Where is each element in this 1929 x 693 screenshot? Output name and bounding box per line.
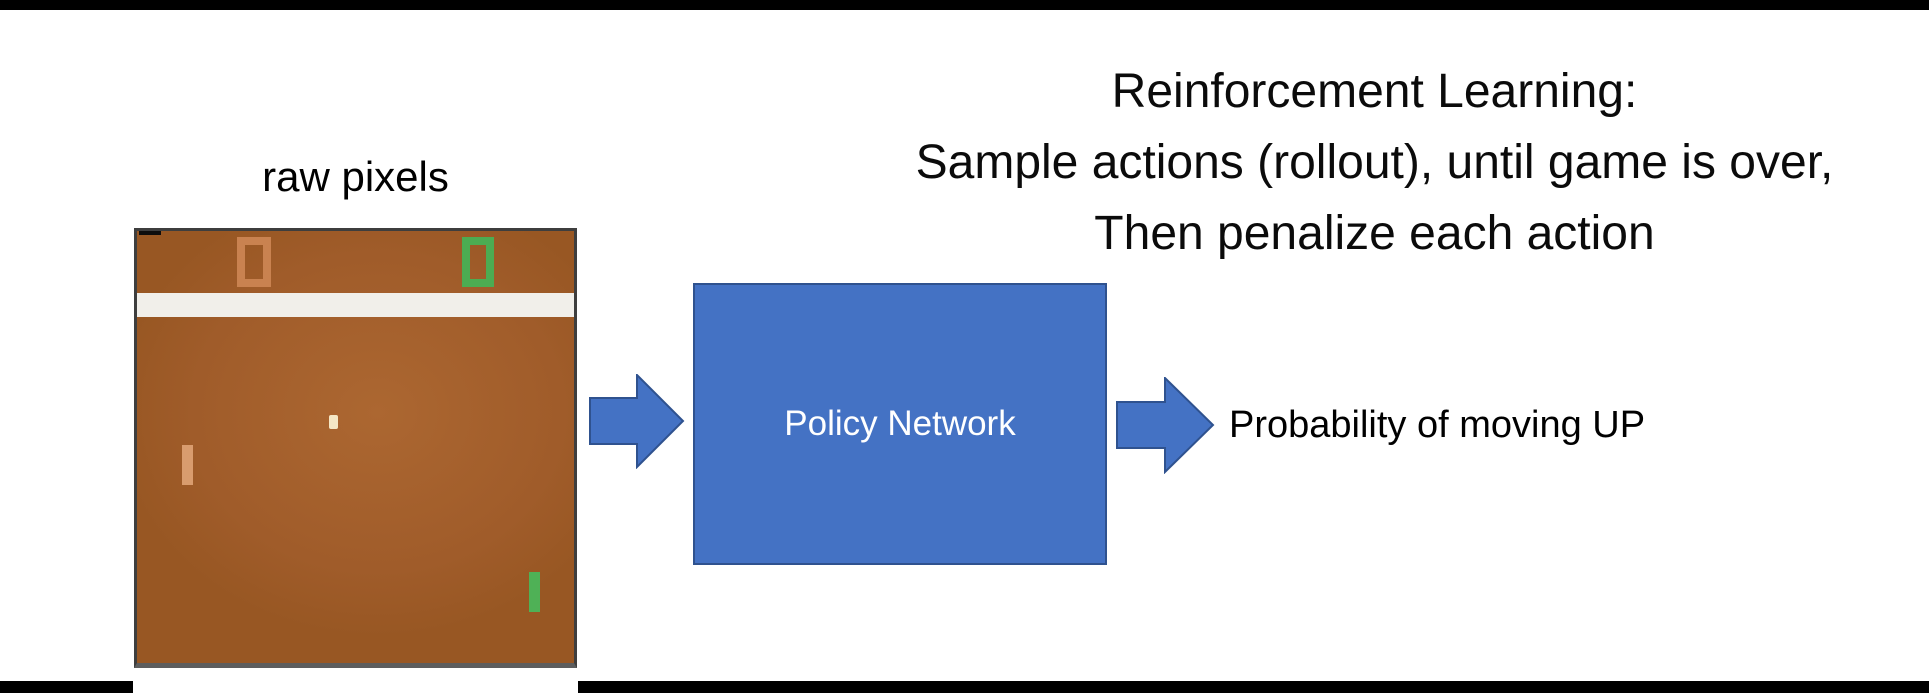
- right-paddle: [529, 572, 540, 612]
- header-stripe: [137, 293, 574, 317]
- title-line-3: Then penalize each action: [1094, 207, 1655, 260]
- pong-game-frame: [134, 228, 577, 668]
- left-score-digit: [237, 237, 271, 287]
- frame-notch: [139, 231, 161, 235]
- bottom-black-bar-left: [0, 681, 133, 693]
- policy-network-label: Policy Network: [784, 404, 1016, 443]
- title-line-2: Sample actions (rollout), until game is …: [915, 136, 1834, 189]
- pong-ball: [329, 415, 338, 429]
- bottom-black-bar-right: [578, 681, 1929, 693]
- right-score-digit: [462, 237, 494, 287]
- top-black-bar: [0, 0, 1929, 10]
- policy-network-box: Policy Network: [693, 283, 1107, 565]
- slide-title: Reinforcement Learning: Sample actions (…: [820, 56, 1929, 269]
- arrow-right-icon: [1116, 377, 1215, 474]
- raw-pixels-label: raw pixels: [262, 153, 449, 200]
- title-line-1: Reinforcement Learning:: [1111, 65, 1638, 118]
- arrow-right-icon: [589, 374, 685, 469]
- left-paddle: [182, 445, 193, 485]
- probability-output-label: Probability of moving UP: [1229, 404, 1646, 446]
